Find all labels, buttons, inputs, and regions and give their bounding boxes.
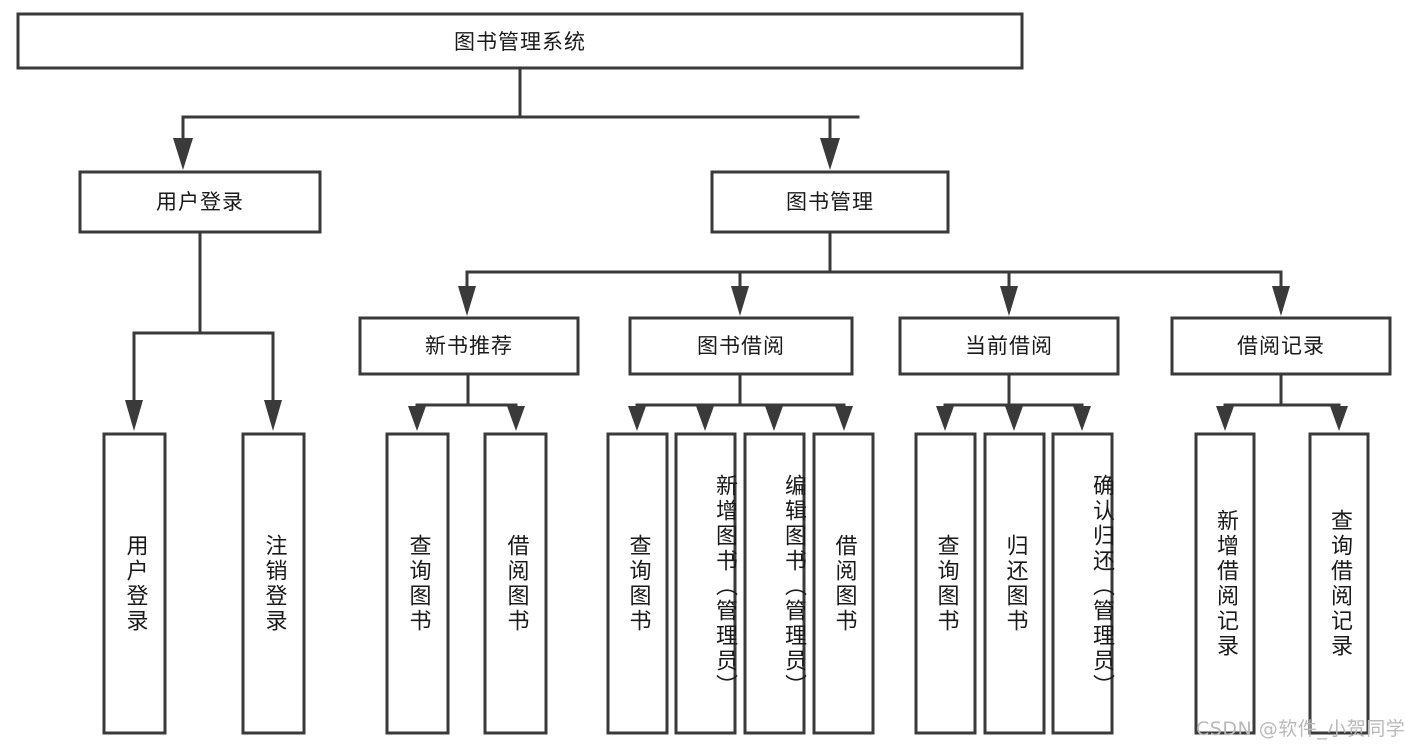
arrow-head-leaf-add-book-admin — [696, 406, 714, 431]
arrow-head-leaf-edit-book-admin — [765, 406, 783, 431]
node-leaf-query-book-recommend-box[interactable] — [385, 432, 450, 735]
connector-new-book-recommend-to-leaves — [408, 372, 525, 431]
node-user-login-label: 用户登录 — [156, 190, 244, 214]
node-leaf-add-book-admin-box[interactable] — [674, 432, 737, 735]
node-leaf-user-logout-box[interactable] — [241, 432, 306, 735]
node-root-label: 图书管理系统 — [454, 30, 586, 54]
node-book-management[interactable]: 图书管理 — [710, 170, 950, 234]
connector-root-to-level2 — [173, 66, 860, 170]
node-book-borrow-label: 图书借阅 — [697, 334, 785, 358]
node-leaf-borrow-book-recommend-box[interactable] — [483, 432, 548, 735]
connector-current-borrow-to-leaves — [936, 372, 1091, 431]
node-leaf-query-borrow-record-box[interactable] — [1308, 432, 1370, 735]
arrow-head-leaf-borrow-book — [835, 406, 853, 431]
arrow-head-borrow-record — [1272, 286, 1290, 316]
connector-user-login-to-leaves — [125, 230, 282, 431]
node-leaf-user-login-box[interactable] — [102, 432, 167, 735]
arrow-head-book-borrow — [731, 286, 749, 316]
arrow-head-leaf-user-logout — [264, 400, 282, 431]
arrow-head-leaf-return-book — [1005, 406, 1023, 431]
node-leaf-query-book-borrow-box[interactable] — [606, 432, 669, 735]
node-user-login-box[interactable] — [78, 170, 322, 234]
node-book-borrow[interactable]: 图书借阅 — [628, 316, 854, 376]
arrow-head-book-management — [820, 138, 840, 170]
node-root-box[interactable] — [16, 12, 1024, 70]
node-leaf-add-borrow-record-box[interactable] — [1194, 432, 1256, 735]
node-leaf-edit-book-admin-box[interactable] — [743, 432, 806, 735]
node-borrow-record-box[interactable] — [1170, 316, 1392, 376]
node-leaf-confirm-return-admin-box[interactable] — [1051, 432, 1114, 735]
node-borrow-record[interactable]: 借阅记录 — [1170, 316, 1392, 376]
node-new-book-recommend[interactable]: 新书推荐 — [358, 316, 580, 376]
arrow-head-new-book-recommend — [458, 286, 476, 316]
node-leaf-borrow-book-box[interactable] — [812, 432, 875, 735]
arrow-head-leaf-query-borrow-record — [1330, 406, 1348, 431]
node-leaf-query-book-current-box[interactable] — [914, 432, 977, 735]
csdn-watermark: CSDN @软件_小贺同学 — [1196, 718, 1405, 740]
arrow-head-current-borrow — [1000, 286, 1018, 316]
node-root[interactable]: 图书管理系统 — [16, 12, 1024, 70]
arrow-head-leaf-add-borrow-record — [1216, 406, 1234, 431]
arrow-head-leaf-query-book-current — [936, 406, 954, 431]
node-book-management-label: 图书管理 — [786, 190, 874, 214]
arrow-head-leaf-query-book-borrow — [628, 406, 646, 431]
arrow-head-leaf-query-book-recommend — [408, 406, 426, 431]
arrow-head-leaf-user-login — [125, 400, 143, 431]
node-current-borrow[interactable]: 当前借阅 — [898, 316, 1120, 376]
arrow-head-leaf-confirm-return-admin — [1073, 406, 1091, 431]
node-current-borrow-box[interactable] — [898, 316, 1120, 376]
connector-borrow-record-to-leaves — [1216, 372, 1348, 431]
node-borrow-record-label: 借阅记录 — [1237, 334, 1325, 358]
node-current-borrow-label: 当前借阅 — [965, 334, 1053, 358]
node-book-management-box[interactable] — [710, 170, 950, 234]
node-user-login[interactable]: 用户登录 — [78, 170, 322, 234]
connector-book-management-to-level3 — [458, 230, 1290, 316]
node-leaf-return-book-box[interactable] — [983, 432, 1046, 735]
node-book-borrow-box[interactable] — [628, 316, 854, 376]
node-new-book-recommend-box[interactable] — [358, 316, 580, 376]
node-new-book-recommend-label: 新书推荐 — [425, 334, 513, 358]
arrow-head-user-login — [173, 138, 193, 170]
connector-book-borrow-to-leaves — [628, 372, 853, 431]
arrow-head-leaf-borrow-book-recommend — [507, 406, 525, 431]
